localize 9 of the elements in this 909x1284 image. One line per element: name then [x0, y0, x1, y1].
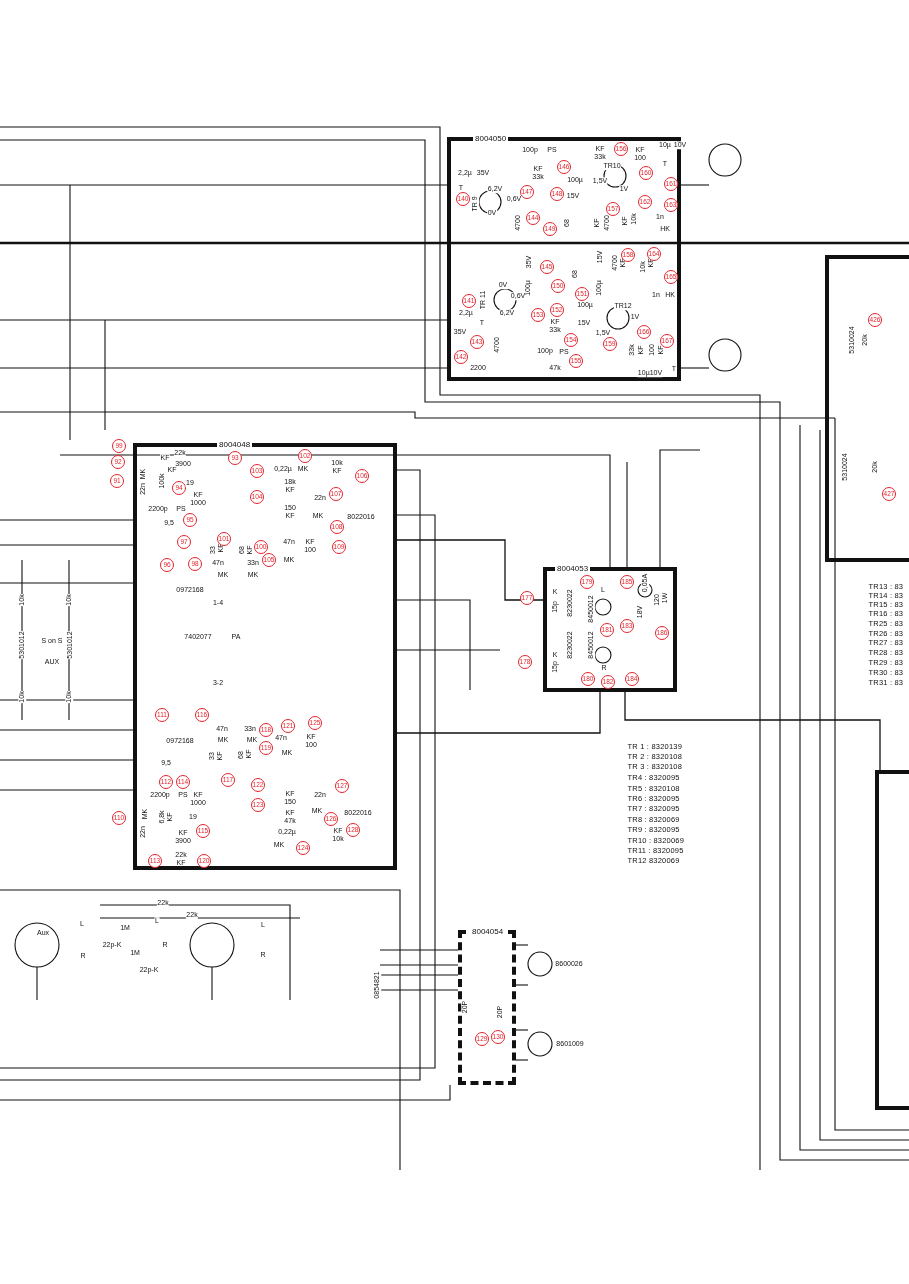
module-number: 8004048	[217, 440, 253, 449]
wire	[624, 691, 881, 771]
wire	[396, 539, 544, 601]
wire	[396, 691, 601, 734]
module-number: 8004053	[555, 564, 591, 573]
module-box	[875, 770, 909, 1110]
module-number: 8004054	[470, 927, 506, 936]
module-number: 8004050	[473, 134, 509, 143]
module-box	[133, 443, 397, 870]
